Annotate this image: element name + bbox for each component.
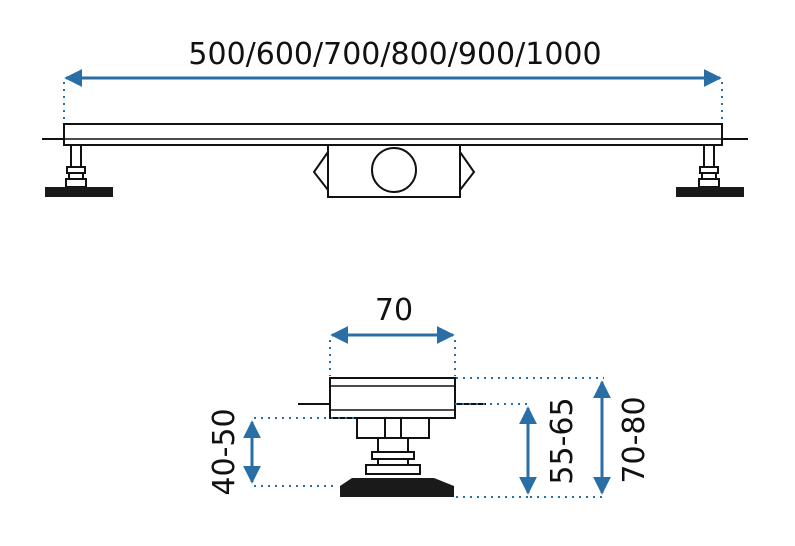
width-label: 70: [375, 293, 413, 328]
channel-section: [329, 377, 456, 419]
channel-body: [63, 123, 723, 146]
outlet-pipe-icon: [371, 147, 417, 193]
width-dimension: 70: [329, 293, 456, 376]
right-leg: [676, 144, 744, 197]
total-height-label: 70-80: [617, 396, 652, 483]
length-label: 500/600/700/800/900/1000: [188, 37, 601, 72]
body-height-dimension: 55-65: [455, 397, 580, 498]
body-height-label: 55-65: [545, 397, 580, 484]
left-foot-pad: [45, 187, 113, 197]
outlet-box: [312, 144, 476, 198]
foot-height-label: 40-50: [207, 408, 242, 495]
foot-height-dimension: 40-50: [207, 408, 354, 496]
total-height-dimension: 70-80: [456, 377, 652, 498]
right-foot-pad: [676, 187, 744, 197]
length-dimension: 500/600/700/800/900/1000: [63, 37, 723, 122]
side-view: 70 40-50 55-65: [207, 293, 652, 498]
front-view: 500/600/700/800/900/1000: [42, 37, 748, 198]
side-foot-pad: [340, 478, 454, 497]
left-leg: [45, 144, 113, 197]
